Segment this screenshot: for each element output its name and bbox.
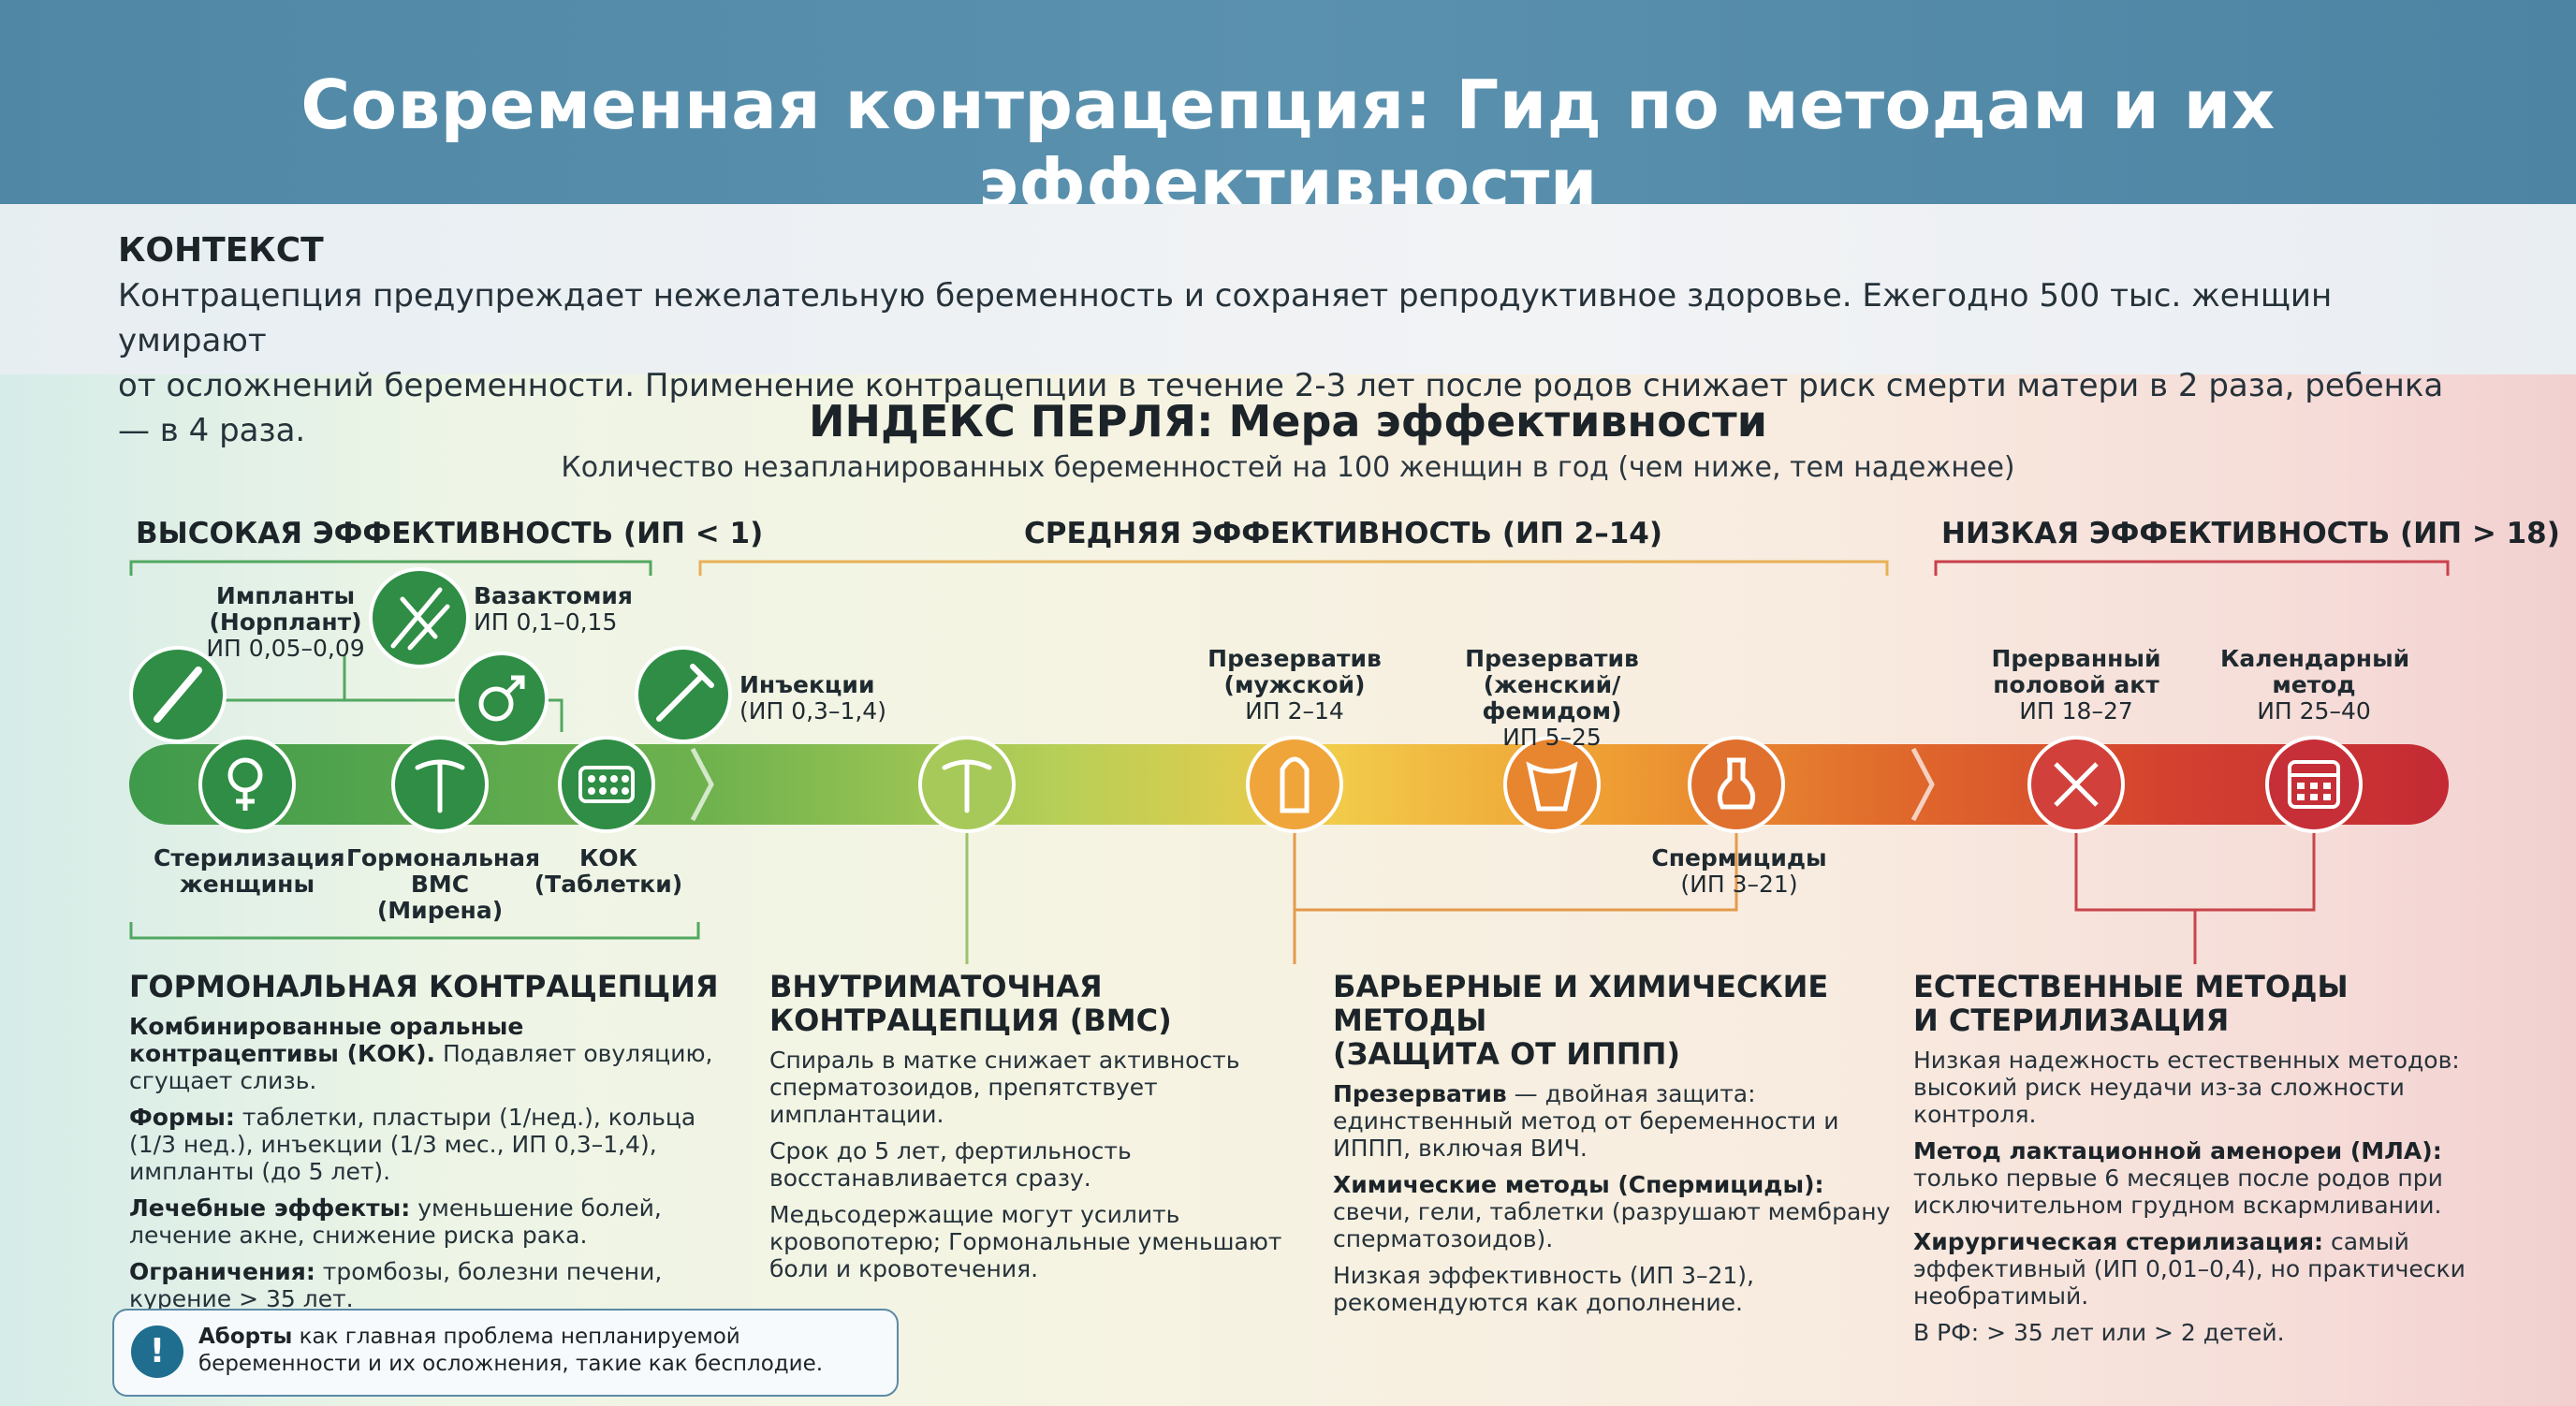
implant-rod-icon	[129, 646, 227, 743]
pill-pack-icon	[558, 736, 655, 833]
section-iud-heading: ВНУТРИМАТОЧНАЯ КОНТРАЦЕПЦИЯ (ВМС)	[769, 969, 1172, 1038]
context-heading: КОНТЕКСТ	[118, 231, 324, 270]
abortion-alert: ! Аборты как главная проблема непланируе…	[112, 1309, 899, 1397]
alert-text: Аборты как главная проблема непланируемо…	[198, 1325, 824, 1376]
label-vasectomy: Вазактомия ИП 0,1–0,15	[474, 582, 633, 636]
section-barrier: БАРЬЕРНЫЕ И ХИМИЧЕСКИЕ МЕТОДЫ (ЗАЩИТА ОТ…	[1333, 970, 1895, 1325]
calendar-icon	[2265, 736, 2363, 833]
bar-chevrons	[690, 747, 1935, 822]
syringe-icon	[635, 646, 732, 743]
label-implants: Импланты (Норплант) ИП 0,05–0,09	[206, 582, 365, 662]
pearl-index-subtitle: Количество незапланированных беременност…	[561, 451, 2015, 484]
section-hormonal: ГОРМОНАЛЬНАЯ КОНТРАЦЕПЦИЯ Комбинированны…	[129, 970, 728, 1322]
category-high: ВЫСОКАЯ ЭФФЕКТИВНОСТЬ (ИП < 1)	[136, 517, 764, 550]
bracket-low	[1934, 560, 2450, 576]
label-male-condom: Презерватив (мужской) ИП 2–14	[1208, 645, 1382, 725]
exclamation-icon: !	[131, 1325, 183, 1378]
label-injections: Инъекции (ИП 0,3–1,4)	[739, 671, 886, 725]
context-line-2: от осложнений беременности. Применение к…	[118, 367, 2444, 449]
male-symbol-icon	[455, 652, 549, 745]
context-text: Контрацепция предупреждает нежелательную…	[118, 273, 2477, 453]
female-symbol-icon	[198, 736, 296, 833]
withdrawal-icon	[2027, 736, 2125, 833]
category-medium: СРЕДНЯЯ ЭФФЕКТИВНОСТЬ (ИП 2–14)	[1024, 517, 1663, 550]
section-natural-heading: ЕСТЕСТВЕННЫЕ МЕТОДЫ И СТЕРИЛИЗАЦИЯ	[1913, 969, 2349, 1038]
label-withdrawal: Прерванный половой акт ИП 18–27	[1991, 645, 2161, 725]
label-spermicides: Спермициды (ИП 3–21)	[1651, 844, 1827, 898]
title-bar	[0, 0, 2576, 204]
male-condom-icon	[1246, 736, 1343, 833]
context-line-1: Контрацепция предупреждает нежелательную…	[118, 277, 2333, 359]
label-female-condom: Презерватив (женский/фемидом) ИП 5–25	[1465, 645, 1639, 751]
section-natural: ЕСТЕСТВЕННЫЕ МЕТОДЫ И СТЕРИЛИЗАЦИЯ Низка…	[1913, 970, 2475, 1355]
section-iud: ВНУТРИМАТОЧНАЯ КОНТРАЦЕПЦИЯ (ВМС) Спирал…	[769, 970, 1312, 1292]
context-band	[0, 204, 2576, 374]
content-background	[0, 374, 2576, 1406]
bracket-medium	[698, 560, 1889, 576]
section-barrier-heading: БАРЬЕРНЫЕ И ХИМИЧЕСКИЕ МЕТОДЫ (ЗАЩИТА ОТ…	[1333, 969, 1829, 1072]
copper-iud-icon	[918, 736, 1016, 833]
label-hormonal-iud: Гормональная ВМС (Мирена)	[346, 844, 541, 924]
bracket-high	[129, 560, 652, 576]
vasectomy-icon	[369, 567, 470, 668]
label-calendar: Календарный метод ИП 25–40	[2220, 645, 2410, 725]
section-hormonal-heading: ГОРМОНАЛЬНАЯ КОНТРАЦЕПЦИЯ	[129, 969, 719, 1004]
label-coc: КОК (Таблетки)	[534, 844, 683, 898]
label-female-sterilization: Стерилизация женщины	[154, 844, 345, 898]
barrier-connector	[1293, 828, 1738, 964]
spermicide-icon	[1688, 736, 1785, 833]
natural-connector	[2074, 828, 2316, 964]
pearl-index-title: ИНДЕКС ПЕРЛЯ: Мера эффективности	[809, 396, 1767, 447]
female-condom-icon	[1503, 736, 1601, 833]
category-low: НИЗКАЯ ЭФФЕКТИВНОСТЬ (ИП > 18)	[1941, 517, 2560, 550]
iud-icon	[391, 736, 489, 833]
